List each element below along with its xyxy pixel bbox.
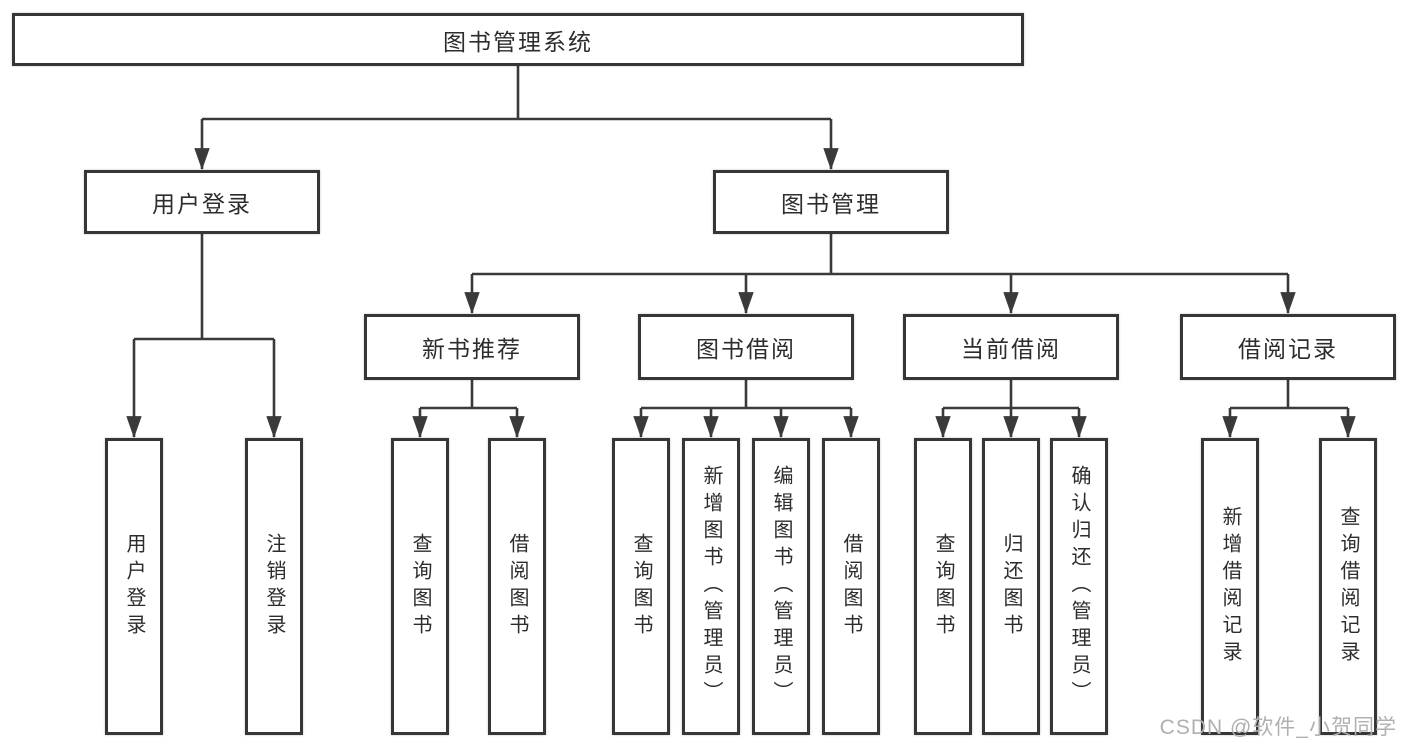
leaf-logout-label: 注销登录 xyxy=(263,532,285,641)
leaf-cb-return-book: 归还图书 xyxy=(982,438,1040,735)
node-user-login: 用户登录 xyxy=(84,170,320,234)
node-book-management: 图书管理 xyxy=(713,170,949,234)
leaf-cb-confirm-return: 确认归还（管理员） xyxy=(1050,438,1108,735)
leaf-bb-add-book: 新增图书（管理员） xyxy=(682,438,740,735)
csdn-watermark: CSDN @软件_小贺同学 xyxy=(1159,716,1397,739)
node-borrow-records-label: 借阅记录 xyxy=(1238,336,1338,362)
leaf-user-login-label: 用户登录 xyxy=(123,532,145,641)
node-root: 图书管理系统 xyxy=(12,13,1024,66)
leaf-rec-query-book-label: 查询图书 xyxy=(409,532,431,641)
node-book-management-label: 图书管理 xyxy=(781,191,881,217)
node-borrow-records: 借阅记录 xyxy=(1180,314,1396,380)
leaf-cb-return-book-label: 归还图书 xyxy=(1000,532,1022,641)
leaf-rec-query-book: 查询图书 xyxy=(391,438,449,735)
leaf-bb-query-book-label: 查询图书 xyxy=(630,532,652,641)
node-new-book-recommendation: 新书推荐 xyxy=(364,314,580,380)
leaf-cb-query-book-label: 查询图书 xyxy=(932,532,954,641)
leaf-bb-edit-book: 编辑图书（管理员） xyxy=(752,438,810,735)
leaf-user-login: 用户登录 xyxy=(105,438,163,735)
leaf-logout: 注销登录 xyxy=(245,438,303,735)
leaf-br-query-record-label: 查询借阅记录 xyxy=(1337,505,1359,668)
leaf-rec-borrow-book: 借阅图书 xyxy=(488,438,546,735)
leaf-bb-add-book-label: 新增图书（管理员） xyxy=(700,465,722,708)
node-book-borrowing: 图书借阅 xyxy=(638,314,854,380)
leaf-bb-borrow-book: 借阅图书 xyxy=(822,438,880,735)
node-current-borrowing-label: 当前借阅 xyxy=(961,336,1061,362)
leaf-rec-borrow-book-label: 借阅图书 xyxy=(506,532,528,641)
node-user-login-label: 用户登录 xyxy=(152,191,252,217)
leaf-cb-confirm-return-label: 确认归还（管理员） xyxy=(1068,465,1090,708)
node-root-label: 图书管理系统 xyxy=(443,28,593,55)
leaf-bb-edit-book-label: 编辑图书（管理员） xyxy=(770,465,792,708)
node-book-borrowing-label: 图书借阅 xyxy=(696,336,796,362)
leaf-bb-query-book: 查询图书 xyxy=(612,438,670,735)
leaf-br-add-record-label: 新增借阅记录 xyxy=(1219,505,1241,668)
leaf-bb-borrow-book-label: 借阅图书 xyxy=(840,532,862,641)
node-current-borrowing: 当前借阅 xyxy=(903,314,1119,380)
leaf-cb-query-book: 查询图书 xyxy=(914,438,972,735)
leaf-br-add-record: 新增借阅记录 xyxy=(1201,438,1259,735)
leaf-br-query-record: 查询借阅记录 xyxy=(1319,438,1377,735)
node-new-book-recommendation-label: 新书推荐 xyxy=(422,336,522,362)
